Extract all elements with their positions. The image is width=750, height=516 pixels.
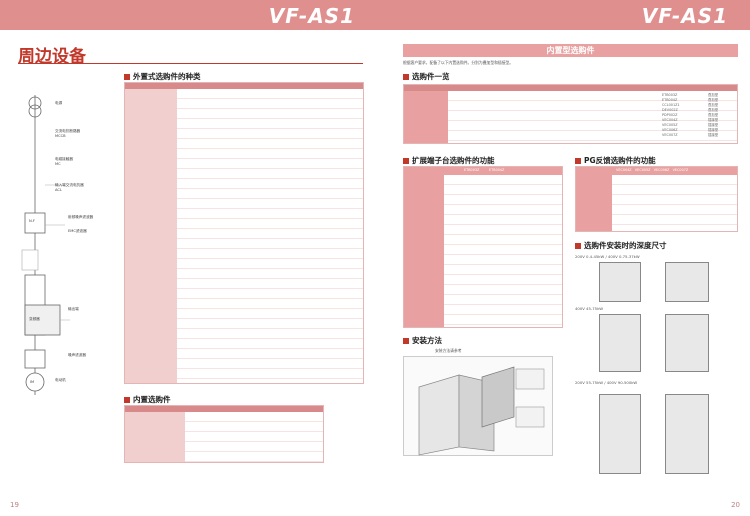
section-bullet-icon bbox=[403, 157, 409, 164]
depth-drawing-3 bbox=[599, 394, 641, 474]
section-bullet-icon bbox=[575, 242, 581, 249]
table-header-row bbox=[125, 83, 363, 89]
left-page-number: 19 bbox=[10, 501, 19, 509]
depth-drawing-3b bbox=[665, 394, 709, 474]
pg-feedback-table: VEC004Z VEC005Z VEC006Z VEC007Z bbox=[575, 166, 738, 232]
right-intro-text: 根据客户要求，配备了以下内置选购件。分别为叠加型和插接型。 bbox=[403, 60, 514, 65]
table-body-rows bbox=[444, 175, 562, 327]
install-illustration bbox=[403, 356, 553, 456]
external-options-table bbox=[124, 82, 364, 384]
pg-models-header: VEC004Z VEC005Z VEC006Z VEC007Z bbox=[616, 168, 689, 172]
table-body-rows bbox=[185, 412, 323, 462]
left-title-underline bbox=[18, 63, 363, 64]
right-header-band bbox=[375, 0, 750, 30]
diagram-label-emc: EMC滤波器 bbox=[68, 229, 87, 233]
section-external-options: 外置式选购件的种类 bbox=[124, 71, 201, 82]
terminal-function-table: ETB003Z ETB004Z bbox=[403, 166, 563, 328]
table-body-rows bbox=[177, 89, 363, 383]
install-note: 安装方法请参考 bbox=[435, 348, 462, 353]
right-title-band: 内置型选购件 bbox=[403, 44, 738, 57]
terminal-models-header: ETB003Z ETB004Z bbox=[464, 168, 505, 172]
table-body-rows bbox=[448, 91, 737, 143]
right-brand-logo: VF-AS1 bbox=[641, 4, 728, 28]
table-left-column bbox=[125, 412, 185, 462]
section-internal-options: 内置选购件 bbox=[124, 394, 171, 405]
depth-label-2: 400V 45-75kW bbox=[575, 306, 604, 311]
depth-label-1: 200V 0.4-45kW / 400V 0.75-37kW bbox=[575, 254, 640, 259]
section-bullet-icon bbox=[124, 396, 130, 403]
left-page-title: 周边设备 bbox=[18, 47, 86, 67]
diagram-label-output-filter: 噪声滤波器 bbox=[68, 353, 86, 357]
table-header-row bbox=[125, 406, 323, 412]
section-pg-feedback: PG反馈选购件的功能 bbox=[575, 155, 656, 166]
left-brand-logo: VF-AS1 bbox=[268, 4, 355, 28]
right-page: VF-AS1 内置型选购件 根据客户要求，配备了以下内置选购件。分别为叠加型和插… bbox=[375, 0, 750, 516]
table-header-row bbox=[576, 167, 737, 175]
diagram-label-power: 电源 bbox=[55, 101, 63, 105]
depth-drawing-1b bbox=[665, 262, 709, 302]
left-header-band bbox=[0, 0, 375, 30]
internal-options-table bbox=[124, 405, 324, 463]
table-left-column bbox=[404, 175, 444, 327]
section-bullet-icon bbox=[403, 73, 409, 80]
section-installation: 安装方法 bbox=[403, 335, 442, 346]
depth-drawing-1 bbox=[599, 262, 641, 302]
table-left-column bbox=[125, 89, 177, 383]
diagram-label-inverter: 变频器 bbox=[29, 317, 40, 321]
wiring-diagram-lines bbox=[21, 95, 70, 395]
section-bullet-icon bbox=[403, 337, 409, 344]
diagram-label-motor-im: IM bbox=[30, 380, 35, 384]
diagram-label-motor-text: 电动机 bbox=[55, 378, 66, 382]
section-bullet-icon bbox=[124, 73, 130, 80]
diagram-label-output: 输出端 bbox=[68, 307, 79, 311]
table-left-column bbox=[576, 175, 612, 231]
right-page-number: 20 bbox=[731, 501, 740, 509]
table-left-column bbox=[404, 91, 448, 143]
depth-drawing-2b bbox=[665, 314, 709, 372]
section-bullet-icon bbox=[575, 157, 581, 164]
diagram-label-rf-filter: 射频噪声滤波器 bbox=[68, 215, 94, 219]
diagram-label-nf: N.F bbox=[29, 219, 35, 223]
table-body-rows bbox=[612, 175, 737, 231]
depth-drawing-2 bbox=[599, 314, 641, 372]
section-depth-dimensions: 选购件安装时的深度尺寸 bbox=[575, 240, 667, 251]
option-list-table: ETB003Z ETB004Z CCL001Z1 DEV002Z PDP002Z… bbox=[403, 84, 738, 144]
section-terminal-functions: 扩展端子台选购件的功能 bbox=[403, 155, 495, 166]
section-option-list: 选购件一览 bbox=[403, 71, 450, 82]
depth-label-3: 200V 55-75kW / 400V 90-500kW bbox=[575, 380, 638, 385]
table-header-row bbox=[404, 167, 562, 175]
install-inverter-drawing bbox=[418, 366, 545, 456]
option-list-types: 叠加型 叠加型 叠加型 叠加型 叠加型 插接型 插接型 插接型 插接型 bbox=[708, 93, 719, 137]
table-header-row bbox=[404, 85, 737, 91]
option-list-models: ETB003Z ETB004Z CCL001Z1 DEV002Z PDP002Z… bbox=[662, 93, 680, 137]
